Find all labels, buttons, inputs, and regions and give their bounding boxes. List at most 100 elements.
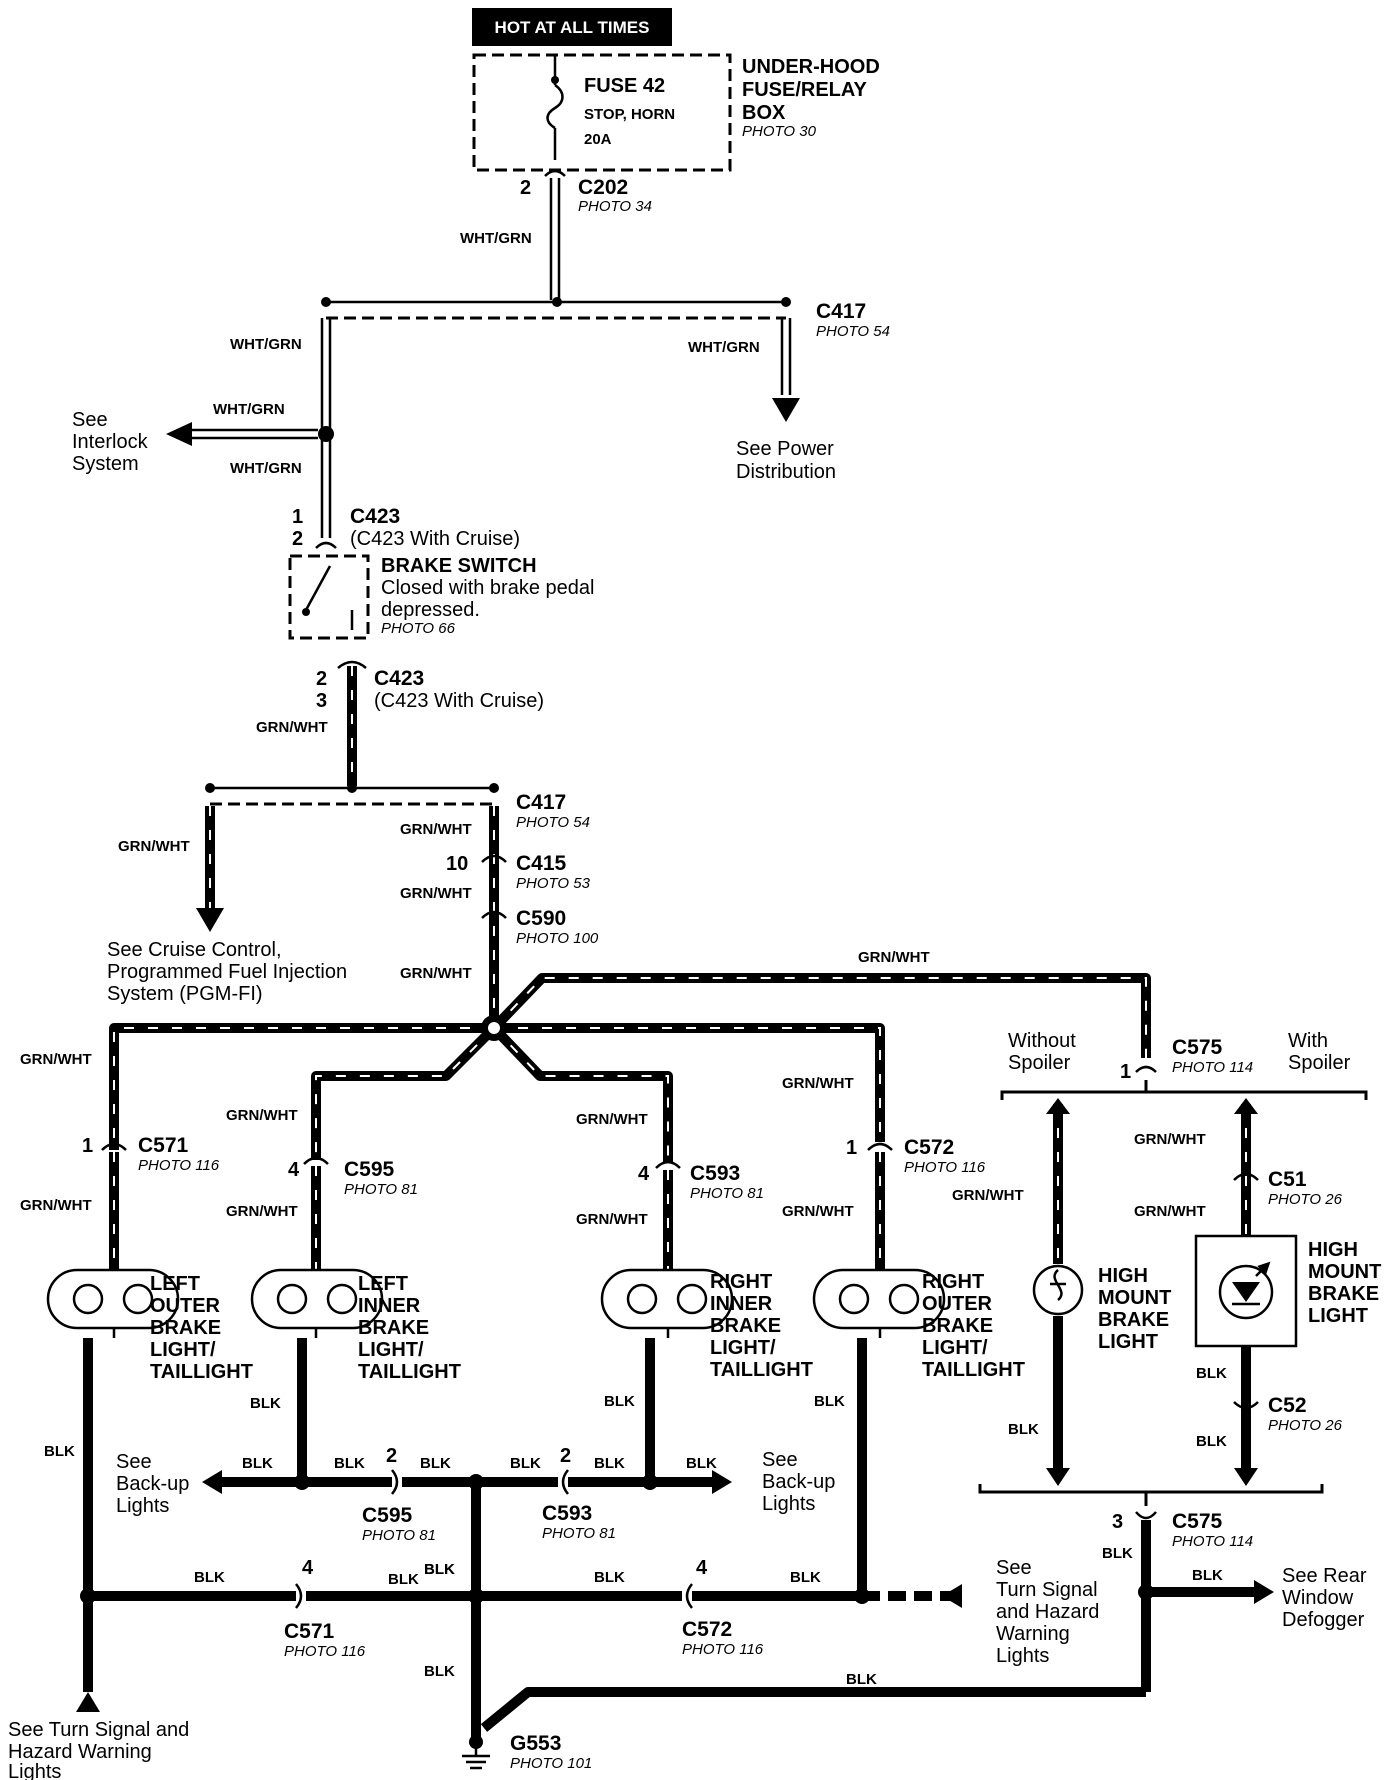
wire-grn-wht-left-inner xyxy=(311,1024,498,1160)
wire-grn-wht-to-c575 xyxy=(490,973,1151,1058)
c423-upper-label: C423 xyxy=(350,505,400,528)
fuse-box-label-3: BOX xyxy=(742,102,786,124)
ground-label: G553 xyxy=(510,1732,561,1755)
wire-label-blk-12: BLK xyxy=(420,1455,451,1472)
cruise-ref-3: System (PGM-FI) xyxy=(107,983,263,1005)
wire-label-grn-wht-2: GRN/WHT xyxy=(118,838,190,855)
c595-b-pin: 2 xyxy=(386,1445,397,1467)
right-inner-lamp-icon xyxy=(600,1268,734,1338)
c575-bot-pin: 3 xyxy=(1112,1511,1123,1533)
c202-pin: 2 xyxy=(520,177,531,199)
wire-label-grn-wht-3: GRN/WHT xyxy=(400,821,472,838)
left-outer-label-1: LEFT xyxy=(150,1273,200,1295)
wire-label-wht-grn-5: WHT/GRN xyxy=(230,460,302,477)
wire-label-blk-5: BLK xyxy=(1192,1567,1223,1584)
wire-blk-ground-return xyxy=(480,1687,1146,1732)
c575-top-pin: 1 xyxy=(1120,1061,1131,1083)
wire-label-blk-6: BLK xyxy=(44,1443,75,1460)
c590-photo: PHOTO 100 xyxy=(516,930,599,947)
c593-b-label: C593 xyxy=(542,1502,592,1525)
interlock-ref-1: See xyxy=(72,409,108,431)
turn-mid-arrow-icon xyxy=(942,1584,962,1608)
cruise-ref-1: See Cruise Control, xyxy=(107,939,282,961)
spoiler-without-1: Without xyxy=(1008,1030,1076,1052)
c575-bot-connector-icon xyxy=(1135,1511,1157,1520)
right-inner-label-1: RIGHT xyxy=(710,1271,772,1293)
hmbl-with-4: LIGHT xyxy=(1308,1305,1368,1327)
main-splice-center xyxy=(488,1022,500,1034)
c572-connector-icon xyxy=(867,1142,893,1151)
backup-right-splice xyxy=(642,1474,658,1490)
c51-label: C51 xyxy=(1268,1168,1307,1191)
c575-bot-label: C575 xyxy=(1172,1510,1223,1533)
wire-label-grn-wht-13: GRN/WHT xyxy=(1134,1203,1206,1220)
hot-at-all-times-banner xyxy=(472,8,672,46)
fuse-name: FUSE 42 xyxy=(584,75,665,97)
c202-connector-icon xyxy=(544,169,566,177)
left-outer-label-4: LIGHT/ xyxy=(150,1339,216,1361)
brake-switch-blade xyxy=(304,565,332,611)
wire-label-grn-wht-11: GRN/WHT xyxy=(952,1187,1024,1204)
c595-photo: PHOTO 81 xyxy=(344,1181,418,1198)
fuse-box-photo: PHOTO 30 xyxy=(742,123,817,140)
hmbl-without-2: MOUNT xyxy=(1098,1287,1171,1309)
hmbl-without-ground-arrow-icon xyxy=(1046,1468,1070,1486)
wire-label-blk-10: BLK xyxy=(242,1455,273,1472)
c52-connector-icon xyxy=(1233,1401,1259,1410)
c423-upper-alt: (C423 With Cruise) xyxy=(350,528,520,550)
c572-b-pin: 4 xyxy=(696,1557,708,1579)
power-ref-1: See Power xyxy=(736,438,834,460)
hmbl-with-led-icon xyxy=(1218,1264,1274,1320)
fuse-terminal-top xyxy=(551,76,559,84)
interlock-ref-2: Interlock xyxy=(72,431,149,453)
hmbl-with-led-triangle xyxy=(1232,1282,1260,1302)
c571-label: C571 xyxy=(138,1134,189,1157)
wire-label-blk-13: BLK xyxy=(510,1455,541,1472)
wire-label-grn-wht-17: GRN/WHT xyxy=(782,1203,854,1220)
wire-label-blk-17: BLK xyxy=(424,1663,455,1680)
c415-pin: 10 xyxy=(446,853,468,875)
wire-grn-wht-left-outer-stripe xyxy=(113,1027,494,1150)
wire-label-wht-grn-2: WHT/GRN xyxy=(688,339,760,356)
left-inner-label-2: INNER xyxy=(358,1295,421,1317)
brake-switch-outline xyxy=(288,554,370,640)
backup-right-ref-3: Lights xyxy=(762,1493,815,1515)
spoiler-with-1: With xyxy=(1288,1030,1328,1052)
c415-connector-icon xyxy=(481,854,507,863)
wire-label-blk-20: BLK xyxy=(424,1561,455,1578)
c593-pin: 4 xyxy=(638,1163,650,1185)
wire-label-blk-14: BLK xyxy=(594,1455,625,1472)
wire-grn-wht-right-outer-stripe xyxy=(494,1027,881,1142)
c595-b-label: C595 xyxy=(362,1504,413,1527)
wire-label-grn-wht-10: GRN/WHT xyxy=(782,1075,854,1092)
c415-label: C415 xyxy=(516,852,567,875)
left-inner-label-5: TAILLIGHT xyxy=(358,1361,461,1383)
c595-label: C595 xyxy=(344,1158,395,1181)
c571-b-connector-icon xyxy=(295,1583,303,1609)
turn-mid-ref-5: Lights xyxy=(996,1645,1049,1667)
brake-switch-desc-2: depressed. xyxy=(381,599,480,621)
wire-label-blk-18: BLK xyxy=(194,1569,225,1586)
c423-lower-connector-icon xyxy=(337,660,367,669)
hmbl-with-1: HIGH xyxy=(1308,1239,1358,1261)
turn-left-splice xyxy=(80,1588,96,1604)
wire-label-blk-15: BLK xyxy=(686,1455,717,1472)
power-distribution-arrow-icon xyxy=(772,398,800,422)
c572-b-photo: PHOTO 116 xyxy=(682,1641,764,1658)
turn-bottom-ref-3: Lights xyxy=(8,1761,61,1780)
brake-switch-title: BRAKE SWITCH xyxy=(381,555,537,577)
wire-grn-wht-right-inner xyxy=(490,1024,673,1162)
interlock-splice xyxy=(318,426,334,442)
c51-connector-icon xyxy=(1233,1172,1259,1181)
fuse-relay-box-outline xyxy=(472,53,732,172)
c423-upper-pin1: 1 xyxy=(292,506,303,528)
c417-top-photo: PHOTO 54 xyxy=(816,323,890,340)
left-outer-lamp-icon xyxy=(46,1268,180,1338)
brake-switch-photo: PHOTO 66 xyxy=(381,620,456,637)
wire-label-grn-wht-9: GRN/WHT xyxy=(576,1111,648,1128)
wire-label-grn-wht-12: GRN/WHT xyxy=(1134,1131,1206,1148)
c590-label: C590 xyxy=(516,907,566,930)
wire-label-blk-7: BLK xyxy=(250,1395,281,1412)
wire-grn-wht-left-inner-stripe xyxy=(315,1027,495,1160)
c571-b-label: C571 xyxy=(284,1620,335,1643)
